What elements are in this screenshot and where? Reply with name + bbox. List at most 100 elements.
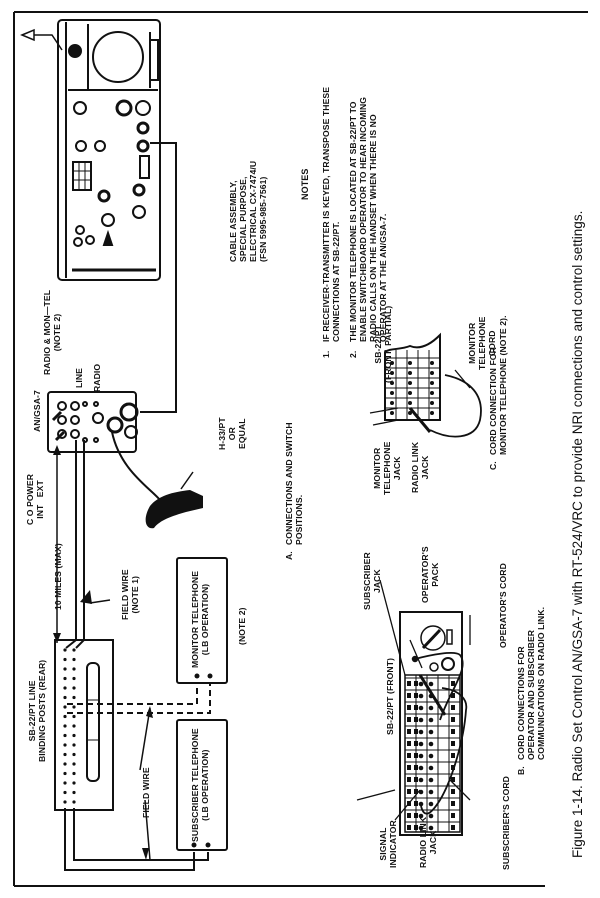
field-wire-label: FIELD WIRE [141, 767, 151, 818]
binding-post [63, 771, 67, 776]
section-c-letter: C. [488, 461, 498, 470]
monitor-telephone-box [176, 557, 228, 684]
section-a-letter: A. [284, 551, 294, 560]
binding-post [72, 657, 76, 662]
jack [414, 717, 418, 722]
jack [407, 741, 411, 746]
jack [430, 381, 434, 385]
jack [451, 789, 455, 794]
jack [390, 401, 394, 405]
binding-post [72, 648, 76, 652]
subscriber-telephone-box [176, 719, 228, 851]
note2-label: (NOTE 2) [237, 607, 247, 645]
jack [451, 753, 455, 758]
binding-post [72, 676, 76, 681]
jack [407, 717, 411, 722]
jack [390, 391, 394, 395]
jack [451, 693, 455, 698]
jack [451, 705, 455, 710]
jack [451, 825, 455, 830]
binding-post [72, 781, 76, 785]
binding-post [63, 667, 67, 671]
radio-rt524 [20, 19, 161, 281]
binding-post [72, 686, 76, 690]
subscriber-telephone-label: SUBSCRIBER TELEPHONE (LB OPERATION) [190, 728, 210, 842]
jack [428, 825, 434, 831]
jack [451, 777, 455, 782]
jack [390, 371, 394, 375]
jack [418, 801, 424, 807]
jack [414, 825, 418, 830]
section-b-text: CORD CONNECTIONS FOR OPERATOR AND SUBSCR… [516, 606, 546, 760]
jack [418, 705, 424, 711]
sb22-front-jack-grid [404, 675, 460, 832]
jack [407, 693, 411, 698]
operators-pack-label: OPERATOR'S PACK [420, 546, 440, 603]
ten-miles-label: 10 MILES (MAX) [53, 543, 63, 610]
jack [451, 681, 455, 686]
binding-post [63, 705, 67, 709]
figure-caption: Figure 1-14. Radio Set Control AN/GSA-7 … [570, 210, 585, 858]
subscriber-jack-label: SUBSCRIBER JACK [362, 552, 382, 610]
jack [451, 729, 455, 734]
jack [414, 729, 418, 734]
jack [390, 411, 394, 415]
binding-post [72, 800, 76, 804]
sb22-front-label: SB-22/PT (FRONT) [385, 657, 395, 735]
jack [408, 371, 412, 375]
jack [407, 729, 411, 734]
binding-post [72, 771, 76, 776]
signal-indicator-label: SIGNAL INDICATOR [378, 820, 398, 868]
binding-post [63, 648, 67, 652]
note-1-number: 1. [321, 350, 331, 358]
section-b-letter: B. [516, 766, 526, 775]
binding-post [72, 752, 76, 757]
jack [390, 361, 394, 365]
jack [451, 813, 455, 818]
binding-post [72, 733, 76, 738]
binding-post [72, 724, 76, 728]
co-power-label: C O POWER INT EXT [25, 473, 45, 525]
notes-title: NOTES [300, 168, 310, 200]
jack [414, 777, 418, 782]
field-wire-note1-label: FIELD WIRE (NOTE 1) [120, 569, 140, 620]
jack [428, 789, 434, 795]
binding-post [72, 695, 76, 700]
line-label: LINE [74, 368, 84, 388]
jack [428, 753, 434, 759]
sb22-partial-label: SB-22/PT (FRONT, PARTIAL) [373, 305, 393, 383]
operators-cord-label: OPERATOR'S CORD [498, 563, 508, 648]
handset-cord [111, 431, 161, 501]
binding-post [72, 743, 76, 747]
jack [414, 789, 418, 794]
jack [414, 681, 418, 686]
jack [418, 825, 424, 831]
binding-post [63, 743, 67, 747]
jack [407, 765, 411, 770]
jack [408, 411, 412, 415]
jack [408, 361, 412, 365]
monitor-telephone-cord-label: MONITOR TELEPHONE CORD [467, 316, 497, 370]
jack [428, 813, 434, 819]
jack [418, 693, 424, 699]
jack [414, 753, 418, 758]
jack [418, 753, 424, 759]
monitor-telephone-label: MONITOR TELEPHONE (LB OPERATION) [190, 570, 210, 668]
section-a-text: CONNECTIONS AND SWITCH POSITIONS. [284, 422, 304, 545]
subscriber-telephone-wire [64, 808, 209, 871]
radio-link-jack-c-label: RADIO LINK JACK [410, 441, 430, 493]
jack [408, 401, 412, 405]
monitor-telephone-cord [429, 374, 482, 438]
jack [418, 777, 424, 783]
jack [418, 813, 424, 819]
jack [418, 741, 424, 747]
jack [418, 729, 424, 735]
operators-cord [414, 652, 464, 721]
sb22-partial-panel [384, 332, 441, 421]
jack [418, 717, 424, 723]
radio-mon-tel-label: RADIO & MON—TEL (NOTE 2) [42, 289, 62, 375]
subscribers-cord-label: SUBSCRIBER'S CORD [501, 776, 511, 870]
jack [428, 741, 434, 747]
